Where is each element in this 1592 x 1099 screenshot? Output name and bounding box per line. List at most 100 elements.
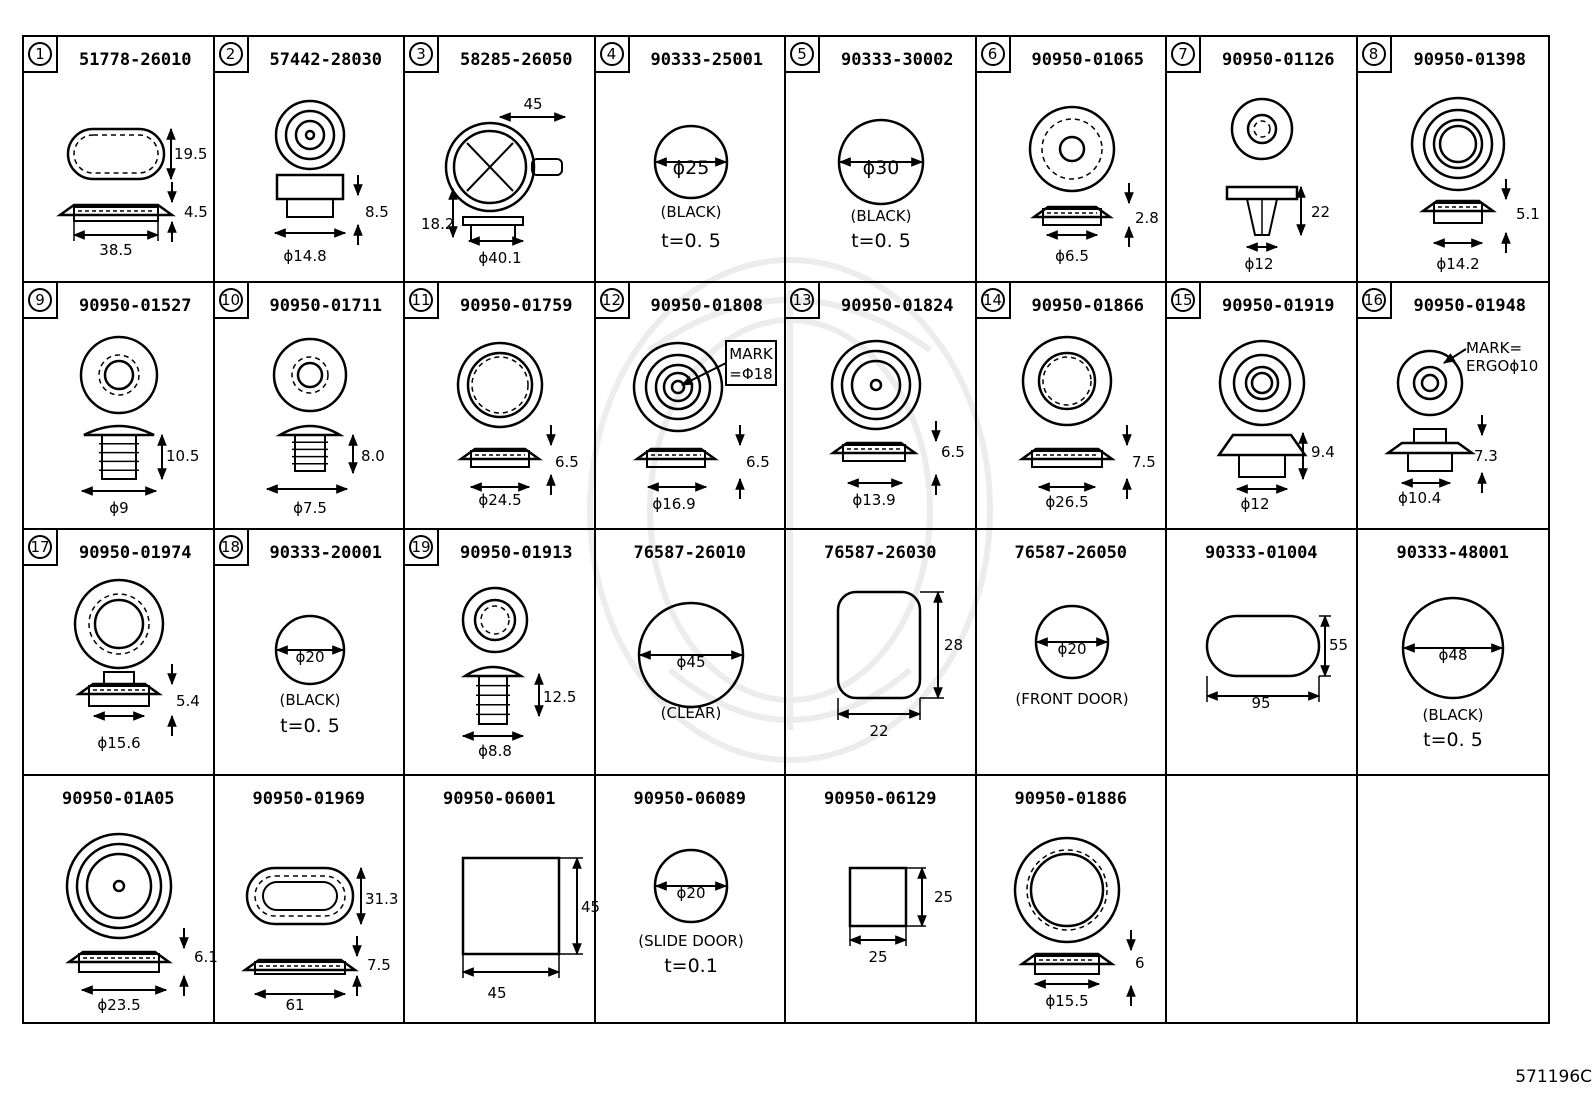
dimension-label: (FRONT DOOR) — [1015, 690, 1128, 708]
item-number-box: 19 — [405, 529, 439, 566]
dimension-label: 2.8 — [1135, 209, 1159, 227]
dimension-label: ERGOϕ10 — [1466, 357, 1538, 375]
part-drawing: ϕ30(BLACK)t=0. 5 — [837, 118, 925, 252]
part-number: 90950-01398 — [1413, 50, 1527, 70]
dimension-label: ϕ40.1 — [478, 249, 521, 267]
dimension-label: 95 — [1251, 694, 1270, 712]
dimension-label: 7.5 — [1132, 453, 1156, 471]
dimension-label: (BLACK) — [1422, 706, 1483, 724]
dimension-label: ϕ16.9 — [652, 495, 695, 513]
dimension-label: t=0. 5 — [280, 715, 340, 737]
dimension-label: 25 — [934, 888, 953, 906]
part-number: 90950-01065 — [1031, 50, 1145, 70]
dimension-label: (CLEAR) — [660, 704, 721, 722]
item-number-box: 11 — [405, 283, 439, 320]
part-number: 90950-01948 — [1413, 296, 1527, 317]
dimension-label: 19.5 — [174, 145, 207, 163]
part-number: 90950-06001 — [442, 788, 556, 809]
item-number: 4 — [599, 42, 624, 66]
dimension-label: 45 — [523, 95, 542, 113]
item-number: 8 — [1361, 42, 1386, 66]
dimension-label: 45 — [487, 984, 506, 1002]
part-number: 90333-25001 — [650, 50, 764, 70]
item-number: 17 — [28, 534, 52, 559]
item-number: 10 — [218, 288, 243, 313]
item-number: 5 — [790, 42, 814, 66]
dimension-label: ϕ20 — [1057, 640, 1086, 658]
part-drawing: 12.5ϕ8.8 — [460, 586, 576, 760]
item-number-box: 14 — [976, 283, 1011, 320]
item-number: 2 — [218, 42, 243, 66]
dimension-label: 4.5 — [184, 203, 208, 221]
item-number-box: 5 — [786, 37, 820, 73]
dimension-label: ϕ14.8 — [283, 247, 326, 265]
item-number: 18 — [218, 534, 243, 559]
dimension-label: ϕ30 — [863, 157, 900, 179]
part-drawing: 25 25 — [848, 866, 953, 966]
item-number-box: 18 — [214, 529, 249, 566]
dimension-label: ϕ9 — [109, 499, 128, 517]
part-number: 90950-01527 — [78, 296, 192, 317]
diagram-code: 571196C — [1515, 1067, 1592, 1087]
part-number: 90950-06129 — [823, 788, 937, 809]
dimension-label: 25 — [868, 948, 887, 966]
part-number: 90333-20001 — [269, 542, 383, 563]
dimension-label: 8.0 — [361, 447, 385, 465]
item-number: 16 — [1361, 288, 1386, 313]
dimension-label: ϕ23.5 — [97, 996, 140, 1014]
part-cell: 18 90333-20001 ϕ20(BLACK)t=0. 5 — [214, 529, 405, 776]
dimension-label: ϕ13.9 — [852, 491, 895, 509]
item-number-box: 6 — [976, 37, 1011, 73]
dimension-label: 6.5 — [941, 443, 965, 461]
dimension-label: 9.4 — [1311, 443, 1335, 461]
item-number-box: 16 — [1357, 283, 1392, 320]
part-cell — [1358, 776, 1549, 1022]
part-number: 90950-06089 — [633, 788, 747, 809]
dimension-label: ϕ7.5 — [293, 499, 327, 517]
dimension-label: 22 — [1311, 203, 1330, 221]
item-number: 3 — [409, 42, 433, 66]
part-drawing: ϕ20(SLIDE DOOR)t=0.1 — [638, 848, 743, 977]
dimension-label: (BLACK) — [850, 207, 911, 225]
dimension-label: 55 — [1329, 636, 1348, 654]
item-number: 1 — [28, 42, 52, 66]
item-number-box: 3 — [405, 37, 439, 73]
dimension-label: ϕ20 — [295, 648, 324, 666]
item-number: 13 — [790, 288, 814, 313]
part-drawing: ϕ20(BLACK)t=0. 5 — [274, 614, 345, 737]
dimension-label: 8.5 — [365, 203, 389, 221]
part-number: 58285-26050 — [459, 50, 573, 70]
part-number: 76587-26050 — [1014, 542, 1128, 563]
part-number: 90950-01974 — [78, 542, 192, 563]
part-drawing: 10.5ϕ9 — [79, 336, 199, 517]
item-number: 6 — [980, 42, 1005, 66]
dimension-label: 5.4 — [176, 692, 200, 710]
dimension-label: ϕ20 — [676, 884, 705, 902]
part-drawing: ϕ45(CLEAR) — [637, 601, 744, 722]
item-number: 12 — [599, 288, 624, 313]
dimension-label: ϕ10.4 — [1398, 489, 1441, 507]
item-number-box: 12 — [595, 283, 630, 320]
part-number: 90950-01808 — [650, 296, 764, 317]
part-cell: 90950-06129 25 25 — [786, 775, 977, 1022]
dimension-label: (SLIDE DOOR) — [638, 932, 743, 950]
dimension-label: ϕ15.5 — [1045, 992, 1088, 1010]
